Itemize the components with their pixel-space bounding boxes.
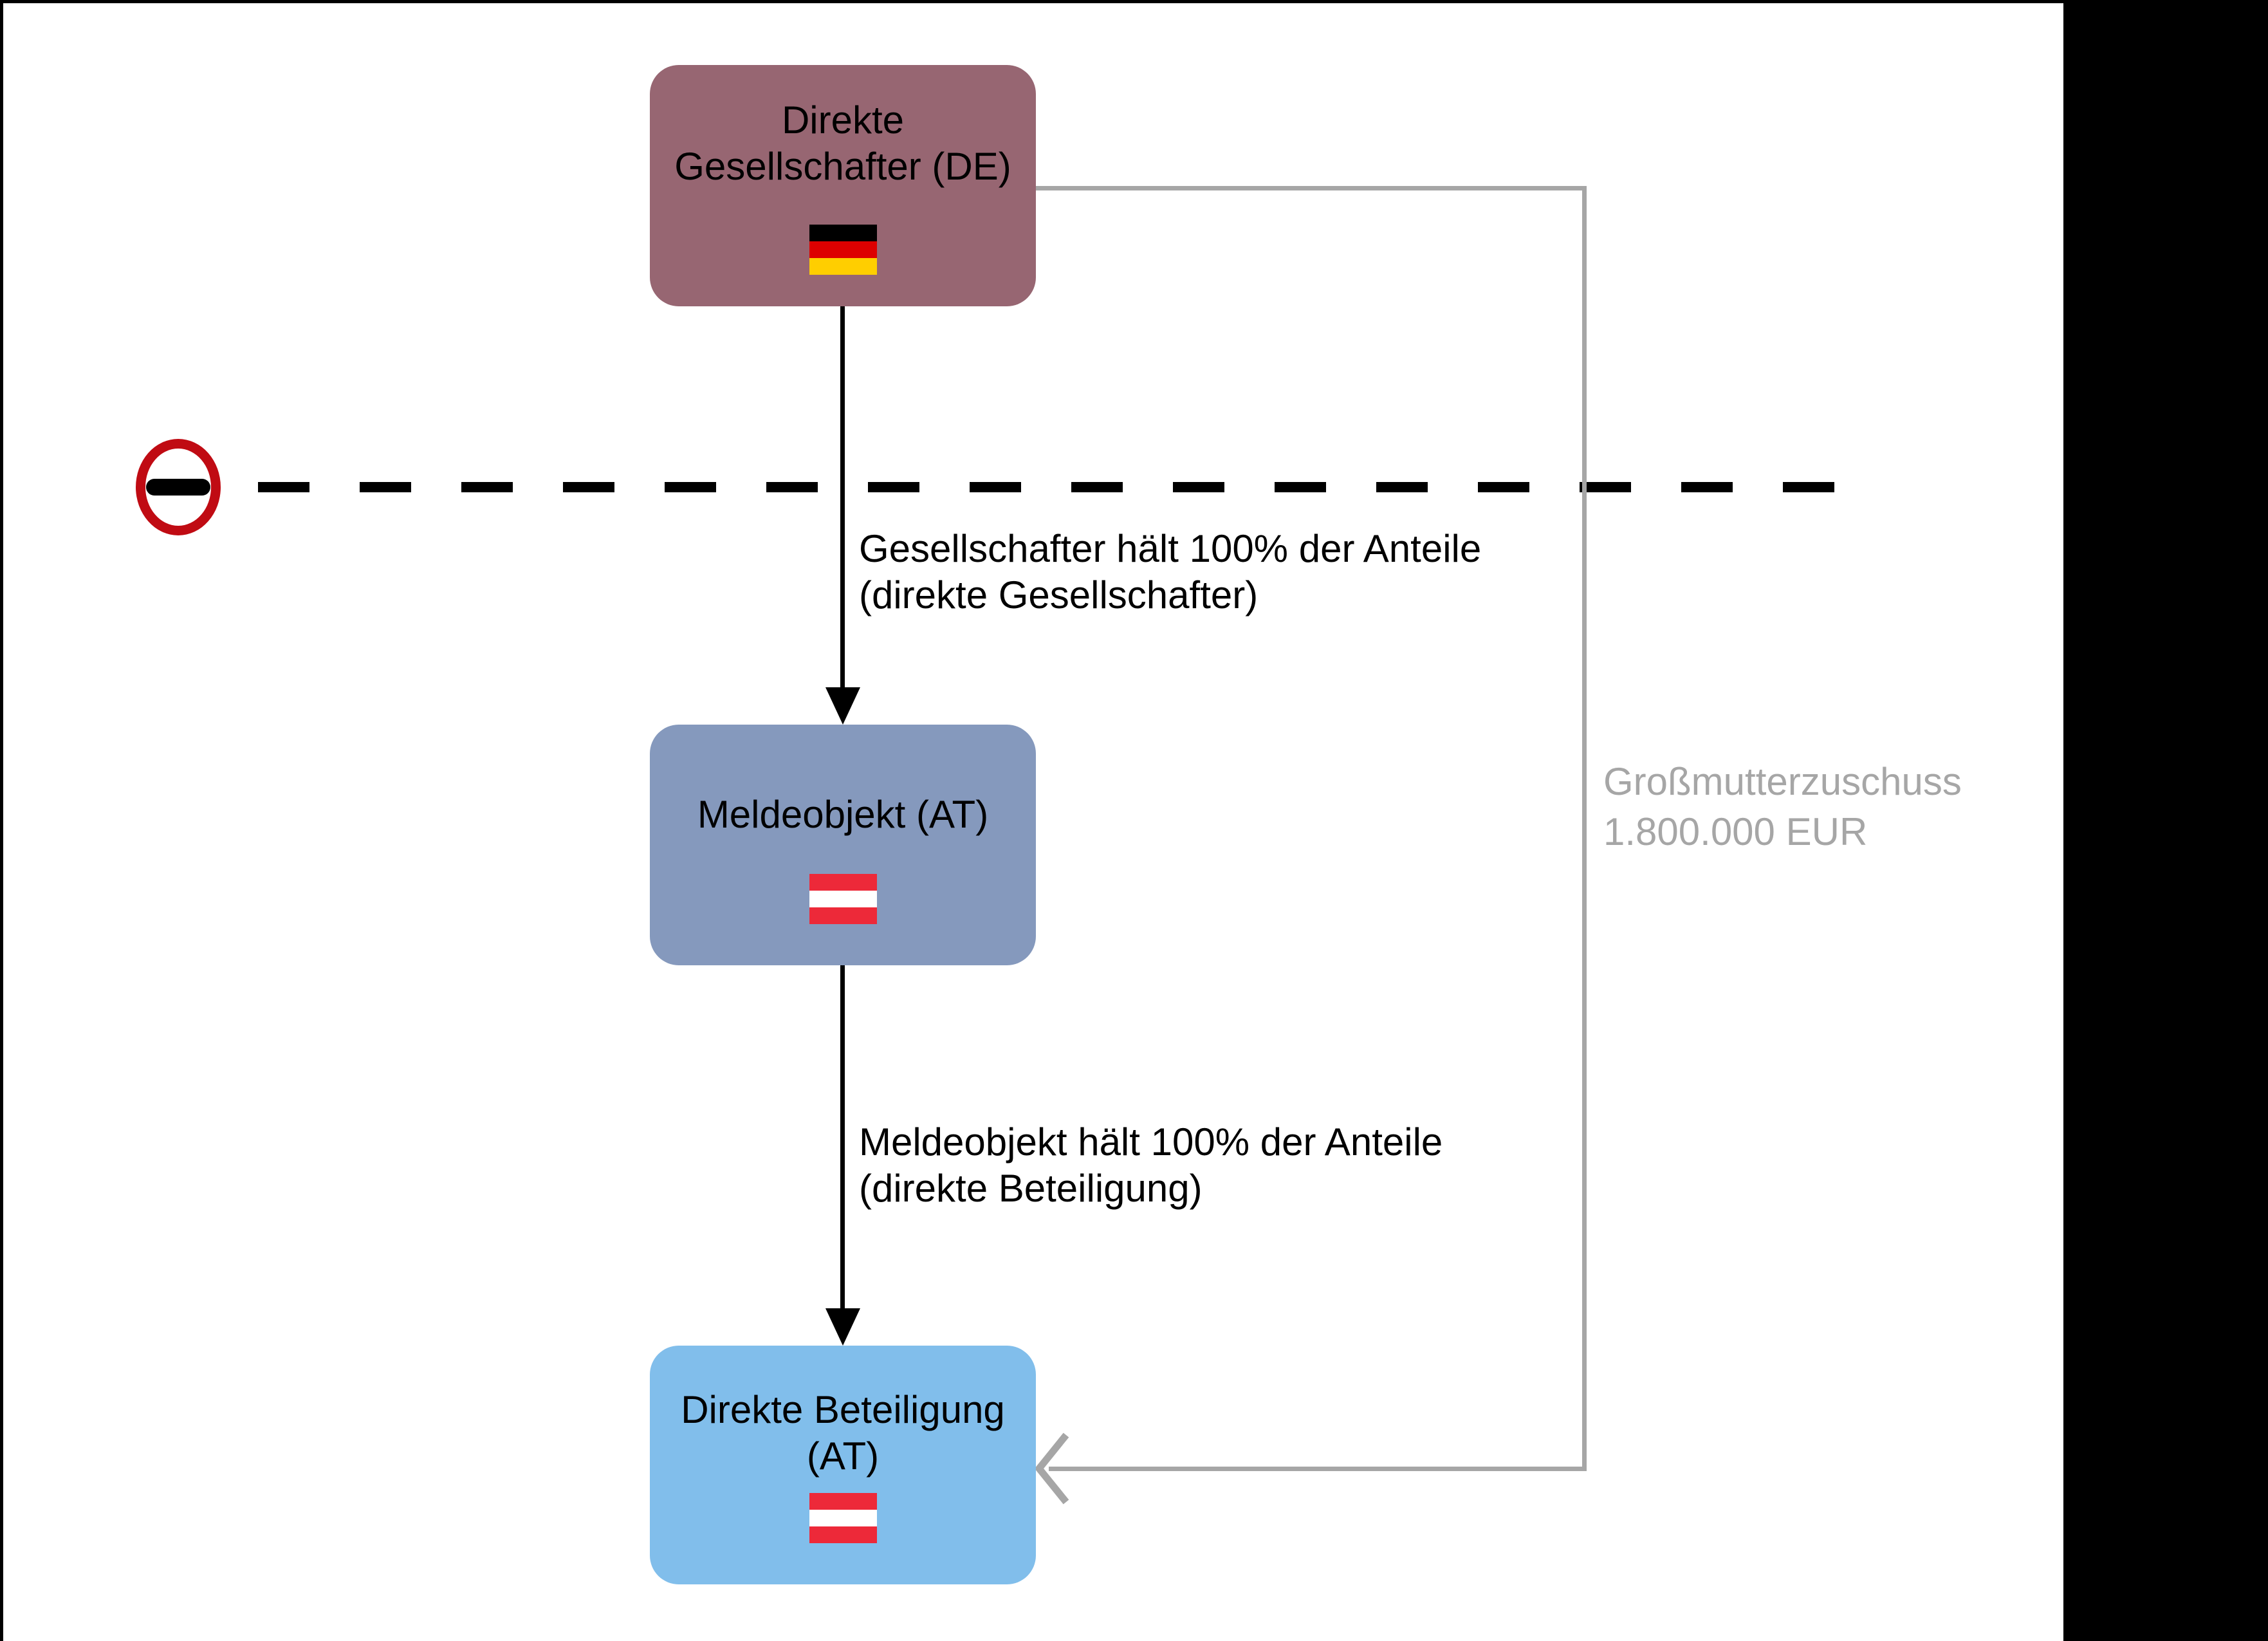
austrian-flag-icon bbox=[809, 874, 877, 924]
edge-label-shareholder-line1: Gesellschafter hält 100% der Anteile bbox=[859, 527, 1482, 570]
flag-stripe bbox=[809, 225, 877, 241]
node-title-line1: Direkte Beteiligung bbox=[681, 1388, 1005, 1431]
node-direkte-beteiligung: Direkte Beteiligung(AT) bbox=[650, 1346, 1036, 1584]
no-entry-icon bbox=[136, 439, 221, 535]
flag-stripe bbox=[809, 1526, 877, 1543]
node-title-line2: Gesellschafter (DE) bbox=[674, 145, 1011, 188]
grandmother-contribution-label: Großmutterzuschuss 1.800.000 EUR bbox=[1603, 757, 1962, 857]
grandmother-contribution-line2: 1.800.000 EUR bbox=[1603, 810, 1868, 853]
node-meldeobjekt: Meldeobjekt (AT) bbox=[650, 725, 1036, 965]
grandmother-connector-bottom-segment bbox=[1049, 1467, 1587, 1471]
arrowhead-down-icon bbox=[825, 1308, 860, 1346]
chevron-left-arrowhead-icon bbox=[1034, 1432, 1069, 1505]
node-title-line1: Meldeobjekt (AT) bbox=[697, 793, 989, 836]
edge-label-shareholder: Gesellschafter hält 100% der Anteile (di… bbox=[859, 526, 1481, 618]
flag-stripe bbox=[809, 1493, 877, 1510]
flag-stripe bbox=[809, 891, 877, 907]
grandmother-connector-top-segment bbox=[1036, 186, 1587, 190]
node-title-line2: (AT) bbox=[806, 1434, 880, 1478]
node-title: Direkte Beteiligung(AT) bbox=[650, 1387, 1036, 1479]
node-title: Meldeobjekt (AT) bbox=[650, 792, 1036, 838]
edge-label-participation-line1: Meldeobjekt hält 100% der Anteile bbox=[859, 1120, 1443, 1164]
node-title-line1: Direkte bbox=[781, 98, 905, 142]
austrian-flag-icon bbox=[809, 1493, 877, 1543]
edge-label-participation-line2: (direkte Beteiligung) bbox=[859, 1167, 1203, 1210]
flag-stripe bbox=[809, 1510, 877, 1526]
grandmother-contribution-line1: Großmutterzuschuss bbox=[1603, 760, 1962, 803]
arrow-reporting-to-participation bbox=[840, 965, 845, 1315]
flag-stripe bbox=[809, 874, 877, 891]
flag-stripe bbox=[809, 907, 877, 924]
edge-label-participation: Meldeobjekt hält 100% der Anteile (direk… bbox=[859, 1119, 1443, 1212]
dashed-separator-line bbox=[258, 482, 1858, 492]
arrowhead-down-icon bbox=[825, 687, 860, 725]
flag-stripe bbox=[809, 258, 877, 275]
german-flag-icon bbox=[809, 225, 877, 275]
slide-background: Großmutterzuschuss 1.800.000 EUR Gesells… bbox=[0, 0, 2063, 1641]
edge-label-shareholder-line2: (direkte Gesellschafter) bbox=[859, 573, 1258, 617]
arrow-shareholder-to-reporting bbox=[840, 306, 845, 695]
no-entry-bar bbox=[146, 479, 210, 496]
grandmother-connector-vertical-segment bbox=[1582, 186, 1587, 1471]
flag-stripe bbox=[809, 241, 877, 258]
